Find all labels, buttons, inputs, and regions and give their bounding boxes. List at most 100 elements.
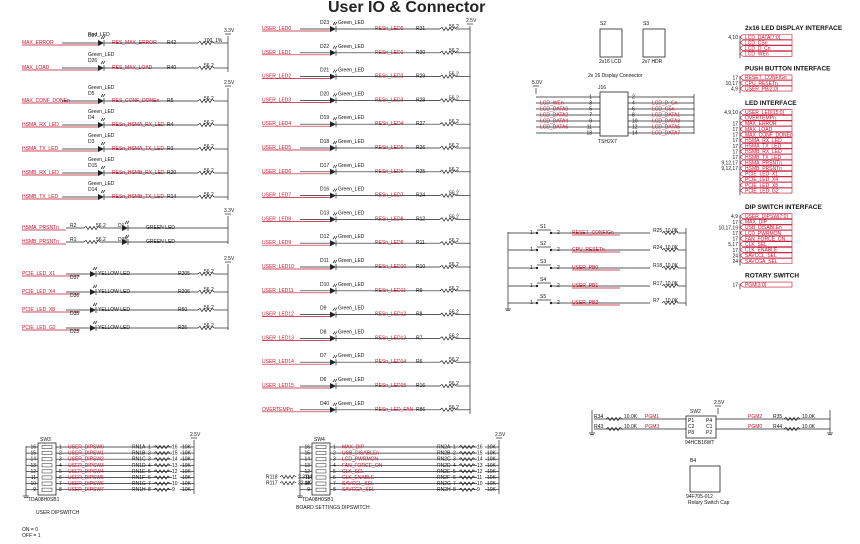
page-title: User IO & Connector bbox=[328, 0, 485, 16]
dip-net-label: USER_DIPSW3 bbox=[68, 463, 104, 469]
rotary-net-label: PGM1 bbox=[645, 414, 659, 420]
rn-value: 10K bbox=[487, 487, 497, 493]
dip-net-label: USER_DIPSW7 bbox=[68, 487, 104, 493]
resistor-network-element bbox=[458, 450, 476, 456]
dip-pin-left: 15 bbox=[30, 451, 36, 457]
dip-toggle bbox=[41, 445, 53, 449]
resistor-network-element bbox=[153, 487, 171, 492]
emission-arrows bbox=[332, 188, 338, 192]
user-led-color: Green_LED bbox=[338, 353, 365, 359]
resistor-network-element bbox=[458, 481, 476, 486]
status-led-symbol bbox=[98, 40, 104, 46]
pcie-resistor-ref: R205 bbox=[178, 271, 190, 277]
j16-pin-number: 13 bbox=[586, 131, 592, 137]
led-color: Green_LED bbox=[88, 52, 115, 58]
rn-value: 10K bbox=[182, 487, 192, 493]
led-resistor bbox=[197, 194, 215, 200]
user-led-resistor bbox=[439, 383, 457, 389]
extra-resistor-ref: R118 bbox=[266, 475, 278, 481]
dip-switch-body bbox=[37, 442, 57, 496]
offpage-connector bbox=[739, 45, 793, 51]
dip-pin-left: 12 bbox=[30, 469, 36, 475]
offpage-connector bbox=[739, 182, 793, 188]
pcie-net-label: PCIE_LED_X1 bbox=[22, 271, 55, 277]
interface-page-ref: 17 bbox=[732, 237, 738, 243]
interface-net-label: SAVCGA_SEL bbox=[745, 259, 778, 265]
resistor-network-element bbox=[458, 456, 476, 462]
user-led-color: Green_LED bbox=[338, 20, 365, 26]
led-resistor bbox=[197, 170, 215, 176]
user-resistor-ref: R11 bbox=[416, 240, 425, 246]
switch-contact bbox=[535, 266, 539, 270]
rn-pin-a: 1 bbox=[148, 445, 151, 451]
user-led-symbol bbox=[330, 240, 336, 247]
user-led-color: Green_LED bbox=[338, 115, 365, 121]
user-resistor-value: 56.2 bbox=[449, 262, 459, 268]
emission-arrows bbox=[332, 355, 338, 359]
emission-arrows bbox=[332, 259, 338, 264]
rn-pin-b: 10 bbox=[477, 481, 483, 487]
dip-pin-left: 10 bbox=[304, 481, 310, 487]
rotary-resistor-ref: R44 bbox=[773, 424, 782, 430]
user-resistor-value: 56.2 bbox=[449, 167, 459, 173]
resistor-network-ref: RN1A bbox=[132, 445, 146, 451]
user-led-resistor bbox=[439, 336, 457, 341]
offpage-connector bbox=[739, 159, 793, 166]
rn-pin-b: 13 bbox=[477, 463, 483, 469]
interface-net-label: USB_DISABLEn bbox=[745, 225, 782, 231]
j16-pin-number: 7 bbox=[589, 113, 592, 119]
user-led-ref: D17 bbox=[320, 163, 329, 169]
dip-toggle bbox=[315, 463, 327, 468]
user-resistor-ref: R28 bbox=[416, 97, 425, 103]
user-resistor-value: 56.2 bbox=[449, 381, 459, 387]
resistor-network-ref: RN2D bbox=[437, 463, 451, 469]
offpage-connector bbox=[739, 109, 793, 115]
rn-pin-b: 15 bbox=[172, 451, 178, 457]
rn-pin-a: 5 bbox=[148, 469, 151, 475]
user-resistor-ref: R12 bbox=[416, 216, 425, 222]
rn-pin-b: 10 bbox=[172, 481, 178, 487]
resistor-value: 56.2 bbox=[204, 144, 214, 150]
user-led-resistor bbox=[439, 169, 457, 175]
dip-pin-right: 4 bbox=[59, 463, 62, 469]
offpage-connector bbox=[739, 115, 793, 121]
led-net-label: HSMB_TX_LED bbox=[22, 194, 59, 200]
j16-net-label: LCD_DATA6 bbox=[540, 125, 568, 131]
user-resistor-ref: R25 bbox=[416, 169, 425, 175]
power-label: 3.3V bbox=[224, 208, 235, 214]
dip-pin-right: 2 bbox=[333, 451, 336, 457]
rn-pin-b: 12 bbox=[172, 469, 178, 475]
rn-value: 10K bbox=[487, 457, 497, 463]
interface-net-label: LCD_WEn bbox=[745, 52, 769, 58]
offpage-connector bbox=[739, 281, 793, 288]
user-led-net-label: USER_LED14 bbox=[262, 359, 294, 365]
user-resistor-net: RESn_LED15 bbox=[375, 383, 406, 389]
pcie-resistor bbox=[197, 307, 215, 313]
dip-pin-right: 5 bbox=[59, 469, 62, 475]
dip-pin-left: 14 bbox=[30, 457, 36, 463]
dip-net-label: FAN_FORCE_ON bbox=[342, 463, 383, 469]
led-ref: D14 bbox=[88, 187, 97, 193]
power-label: 2.5V bbox=[190, 432, 201, 438]
interface-net-label: MAX_ERROR bbox=[745, 121, 777, 127]
prsnt-led-ref: D38 bbox=[118, 237, 127, 243]
offpage-connector bbox=[739, 213, 793, 219]
extra-resistor bbox=[279, 474, 297, 480]
resistor-network-element bbox=[153, 444, 171, 450]
dip-pin-left: 14 bbox=[304, 457, 310, 463]
switch-ref: S5 bbox=[540, 294, 546, 300]
switch-resistor-value: 10.0K bbox=[665, 245, 679, 251]
user-led-net-label: USER_LED11 bbox=[262, 288, 294, 294]
led-resistor bbox=[197, 65, 215, 71]
j16-part: TSH2X7 bbox=[598, 139, 617, 145]
switch-resistor-value: 10.0K bbox=[665, 228, 679, 234]
emission-arrows bbox=[332, 212, 338, 216]
user-led-symbol bbox=[330, 287, 336, 294]
dip-toggle bbox=[315, 475, 327, 480]
resistor-net-label: RESn_HSMA_TX_LED bbox=[112, 146, 164, 152]
user-led-symbol bbox=[330, 192, 336, 199]
rotary-cap-caption: Rotary Switch Cap bbox=[688, 500, 730, 506]
dip-switch-body bbox=[311, 442, 331, 496]
rn-value: 10K bbox=[487, 445, 497, 451]
